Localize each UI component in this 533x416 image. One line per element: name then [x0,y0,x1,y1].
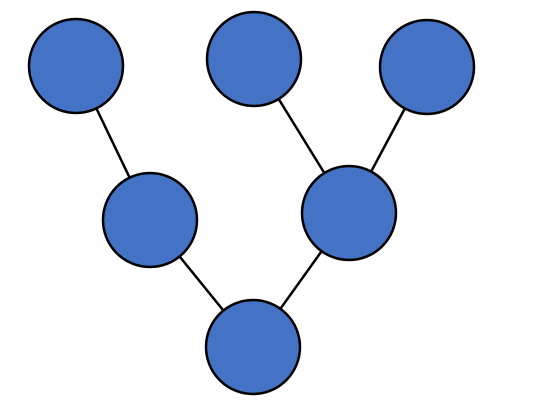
node-mid-right [300,164,398,262]
node-layer [27,10,476,396]
node-mid-left [101,171,199,269]
node-root [204,298,302,396]
node-leaf-right [378,18,476,116]
node-leaf-center [205,10,303,108]
node-leaf-left [27,17,125,115]
